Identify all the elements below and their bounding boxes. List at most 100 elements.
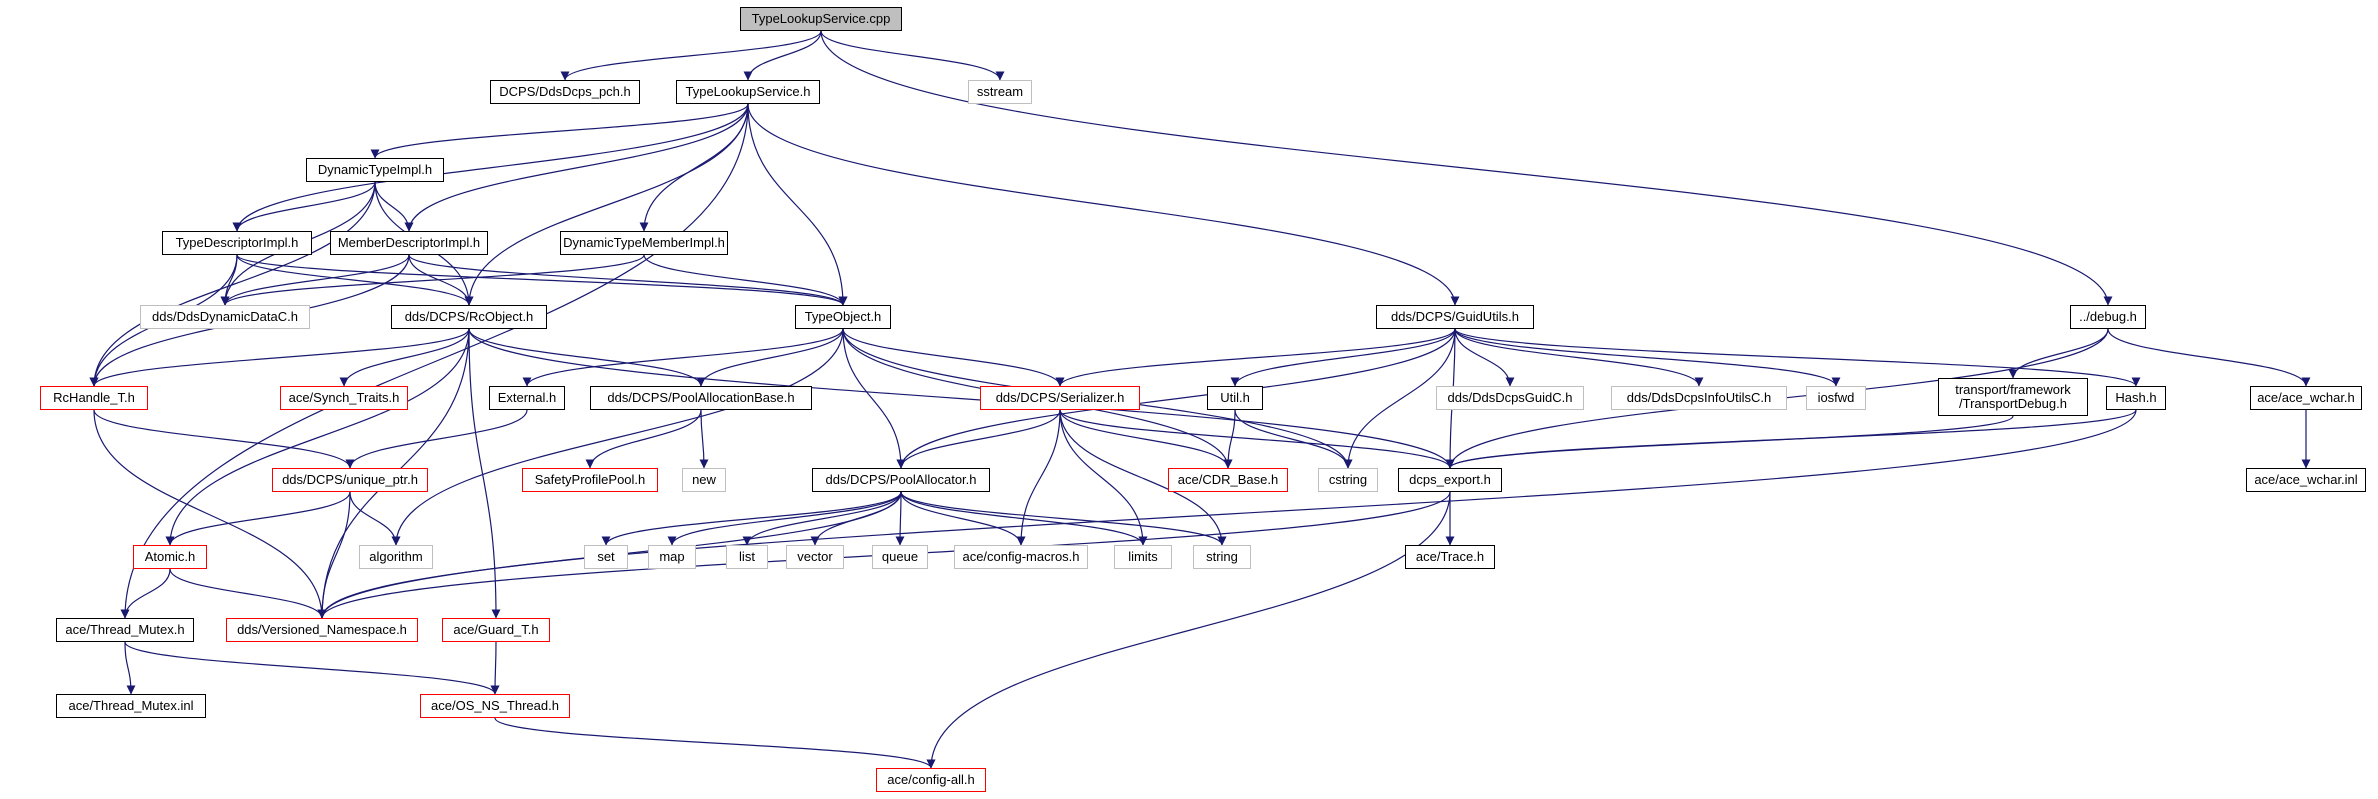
node-external[interactable]: External.h — [489, 386, 565, 410]
edge-rcobject-to-rchandle — [89, 328, 470, 387]
edge-typeobject-to-poolallocator — [842, 328, 906, 469]
edge-rcobject-to-poolallocbase — [468, 328, 706, 387]
edge-hash-to-versioned — [317, 409, 2137, 619]
node-dds-dynamic-data-c[interactable]: dds/DdsDynamicDataC.h — [140, 305, 310, 329]
edge-dti-to-tdi — [232, 181, 376, 232]
edge-tls_h-to-guidutils — [747, 103, 1460, 306]
edge-root-to-debug — [820, 30, 2113, 306]
edge-guard-to-osns — [490, 641, 500, 695]
edge-poolallocator-to-configmacros — [900, 491, 1026, 546]
node-pool-allocation-base[interactable]: dds/DCPS/PoolAllocationBase.h — [590, 386, 812, 410]
edge-guidutils-to-guidc — [1454, 328, 1515, 387]
node-limits[interactable]: limits — [1114, 545, 1172, 569]
edge-tls_h-to-threadmutex — [120, 103, 749, 619]
node-cdr-base[interactable]: ace/CDR_Base.h — [1168, 468, 1288, 492]
node-unique-ptr[interactable]: dds/DCPS/unique_ptr.h — [272, 468, 428, 492]
node-type-lookup-service-header[interactable]: TypeLookupService.h — [676, 80, 820, 104]
edge-mdi-to-ddc — [220, 254, 410, 306]
node-safety-profile-pool[interactable]: SafetyProfilePool.h — [522, 468, 658, 492]
node-versioned-namespace[interactable]: dds/Versioned_Namespace.h — [226, 618, 418, 642]
edge-threadmutex-to-threadmutexinl — [124, 641, 136, 695]
node-ace-wchar[interactable]: ace/ace_wchar.h — [2250, 386, 2362, 410]
node-set[interactable]: set — [584, 545, 628, 569]
edge-typeobject-to-serializer — [842, 328, 1065, 387]
edge-guidutils-to-infoutils — [1454, 328, 1704, 387]
edge-serializer-to-limits — [1059, 409, 1148, 546]
edge-uniqueptr-to-versioned — [317, 491, 351, 619]
edge-guidutils-to-util — [1230, 328, 1456, 387]
edge-poolallocator-to-map — [667, 491, 902, 546]
node-sstream[interactable]: sstream — [968, 80, 1032, 104]
edge-guidutils-to-cstring — [1343, 328, 1456, 469]
node-vector[interactable]: vector — [786, 545, 844, 569]
node-pool-allocator[interactable]: dds/DCPS/PoolAllocator.h — [812, 468, 990, 492]
node-string[interactable]: string — [1193, 545, 1251, 569]
node-algorithm[interactable]: algorithm — [359, 545, 433, 569]
edge-root-to-tls_h — [743, 30, 822, 81]
node-dds-dcps-pch[interactable]: DCPS/DdsDcps_pch.h — [490, 80, 640, 104]
edge-rchandle-to-versioned — [93, 409, 327, 619]
edge-poolallocator-to-set — [601, 491, 902, 546]
edge-external-to-uniqueptr — [345, 409, 528, 469]
node-transport-debug[interactable]: transport/framework /TransportDebug.h — [1938, 378, 2088, 416]
edge-rchandle-to-uniqueptr — [93, 409, 355, 469]
node-guid-utils[interactable]: dds/DCPS/GuidUtils.h — [1376, 305, 1534, 329]
node-synch-traits[interactable]: ace/Synch_Traits.h — [280, 386, 408, 410]
node-hash[interactable]: Hash.h — [2106, 386, 2166, 410]
node-queue[interactable]: queue — [872, 545, 928, 569]
edge-osns-to-configall — [494, 717, 936, 769]
node-ace-wchar-inl[interactable]: ace/ace_wchar.inl — [2246, 468, 2366, 492]
node-new[interactable]: new — [682, 468, 726, 492]
node-serializer[interactable]: dds/DCPS/Serializer.h — [980, 386, 1140, 410]
node-config-macros[interactable]: ace/config-macros.h — [954, 545, 1088, 569]
node-guard[interactable]: ace/Guard_T.h — [442, 618, 550, 642]
node-map[interactable]: map — [648, 545, 696, 569]
edge-dti-to-mdi — [374, 181, 414, 232]
edge-rcobject-to-synch — [339, 328, 470, 387]
node-rc-handle[interactable]: RcHandle_T.h — [40, 386, 148, 410]
edge-mdi-to-typeobject — [408, 254, 848, 306]
node-thread-mutex[interactable]: ace/Thread_Mutex.h — [56, 618, 194, 642]
node-dds-dcps-info-utils-c[interactable]: dds/DdsDcpsInfoUtilsC.h — [1611, 386, 1787, 410]
edge-uniqueptr-to-atomic — [165, 491, 351, 546]
edge-root-to-sstream — [820, 30, 1005, 81]
edge-threadmutex-to-osns — [124, 641, 500, 695]
edge-util-to-cstring — [1234, 409, 1353, 469]
node-config-all[interactable]: ace/config-all.h — [876, 768, 986, 792]
edge-debug-to-acewchar — [2107, 328, 2311, 387]
edge-tdi-to-rcobject — [236, 254, 474, 306]
node-dcps-export[interactable]: dcps_export.h — [1398, 468, 1502, 492]
node-thread-mutex-inl[interactable]: ace/Thread_Mutex.inl — [56, 694, 206, 718]
node-type-object[interactable]: TypeObject.h — [795, 305, 891, 329]
node-dynamic-type-member-impl[interactable]: DynamicTypeMemberImpl.h — [560, 231, 728, 255]
edge-poolallocbase-to-safetyprofile — [585, 409, 702, 469]
node-util[interactable]: Util.h — [1207, 386, 1263, 410]
node-list[interactable]: list — [726, 545, 768, 569]
edge-guidutils-to-hash — [1454, 328, 2141, 387]
node-type-descriptor-impl[interactable]: TypeDescriptorImpl.h — [162, 231, 312, 255]
edge-poolallocator-to-limits — [900, 491, 1148, 546]
edge-dti-to-rchandle — [89, 181, 376, 387]
edge-serializer-to-poolallocator — [896, 409, 1061, 469]
node-ace-trace[interactable]: ace/Trace.h — [1405, 545, 1495, 569]
edge-rcobject-to-dcpsexport — [468, 328, 1455, 469]
edge-util-to-cdrbase — [1223, 409, 1236, 469]
node-cstring[interactable]: cstring — [1318, 468, 1378, 492]
edge-rcobject-to-guard — [468, 328, 501, 619]
node-atomic[interactable]: Atomic.h — [133, 545, 207, 569]
node-dds-dcps-guid-c[interactable]: dds/DdsDcpsGuidC.h — [1436, 386, 1584, 410]
node-dynamic-type-impl[interactable]: DynamicTypeImpl.h — [306, 158, 444, 182]
node-os-ns-thread[interactable]: ace/OS_NS_Thread.h — [420, 694, 570, 718]
node-member-descriptor-impl[interactable]: MemberDescriptorImpl.h — [330, 231, 488, 255]
edge-tdi-to-typeobject — [236, 254, 848, 306]
edge-serializer-to-cdrbase — [1059, 409, 1233, 469]
edge-atomic-to-threadmutex — [120, 568, 171, 619]
edge-tls_h-to-typeobject — [747, 103, 848, 306]
edge-serializer-to-configmacros — [1016, 409, 1061, 546]
node-rc-object[interactable]: dds/DCPS/RcObject.h — [391, 305, 547, 329]
node-debug[interactable]: ../debug.h — [2070, 305, 2146, 329]
node-iosfwd[interactable]: iosfwd — [1806, 386, 1866, 410]
edge-dcpsexport-to-configall — [926, 491, 1451, 769]
edge-root-to-pch — [560, 30, 822, 81]
node-root-file[interactable]: TypeLookupService.cpp — [740, 7, 902, 31]
